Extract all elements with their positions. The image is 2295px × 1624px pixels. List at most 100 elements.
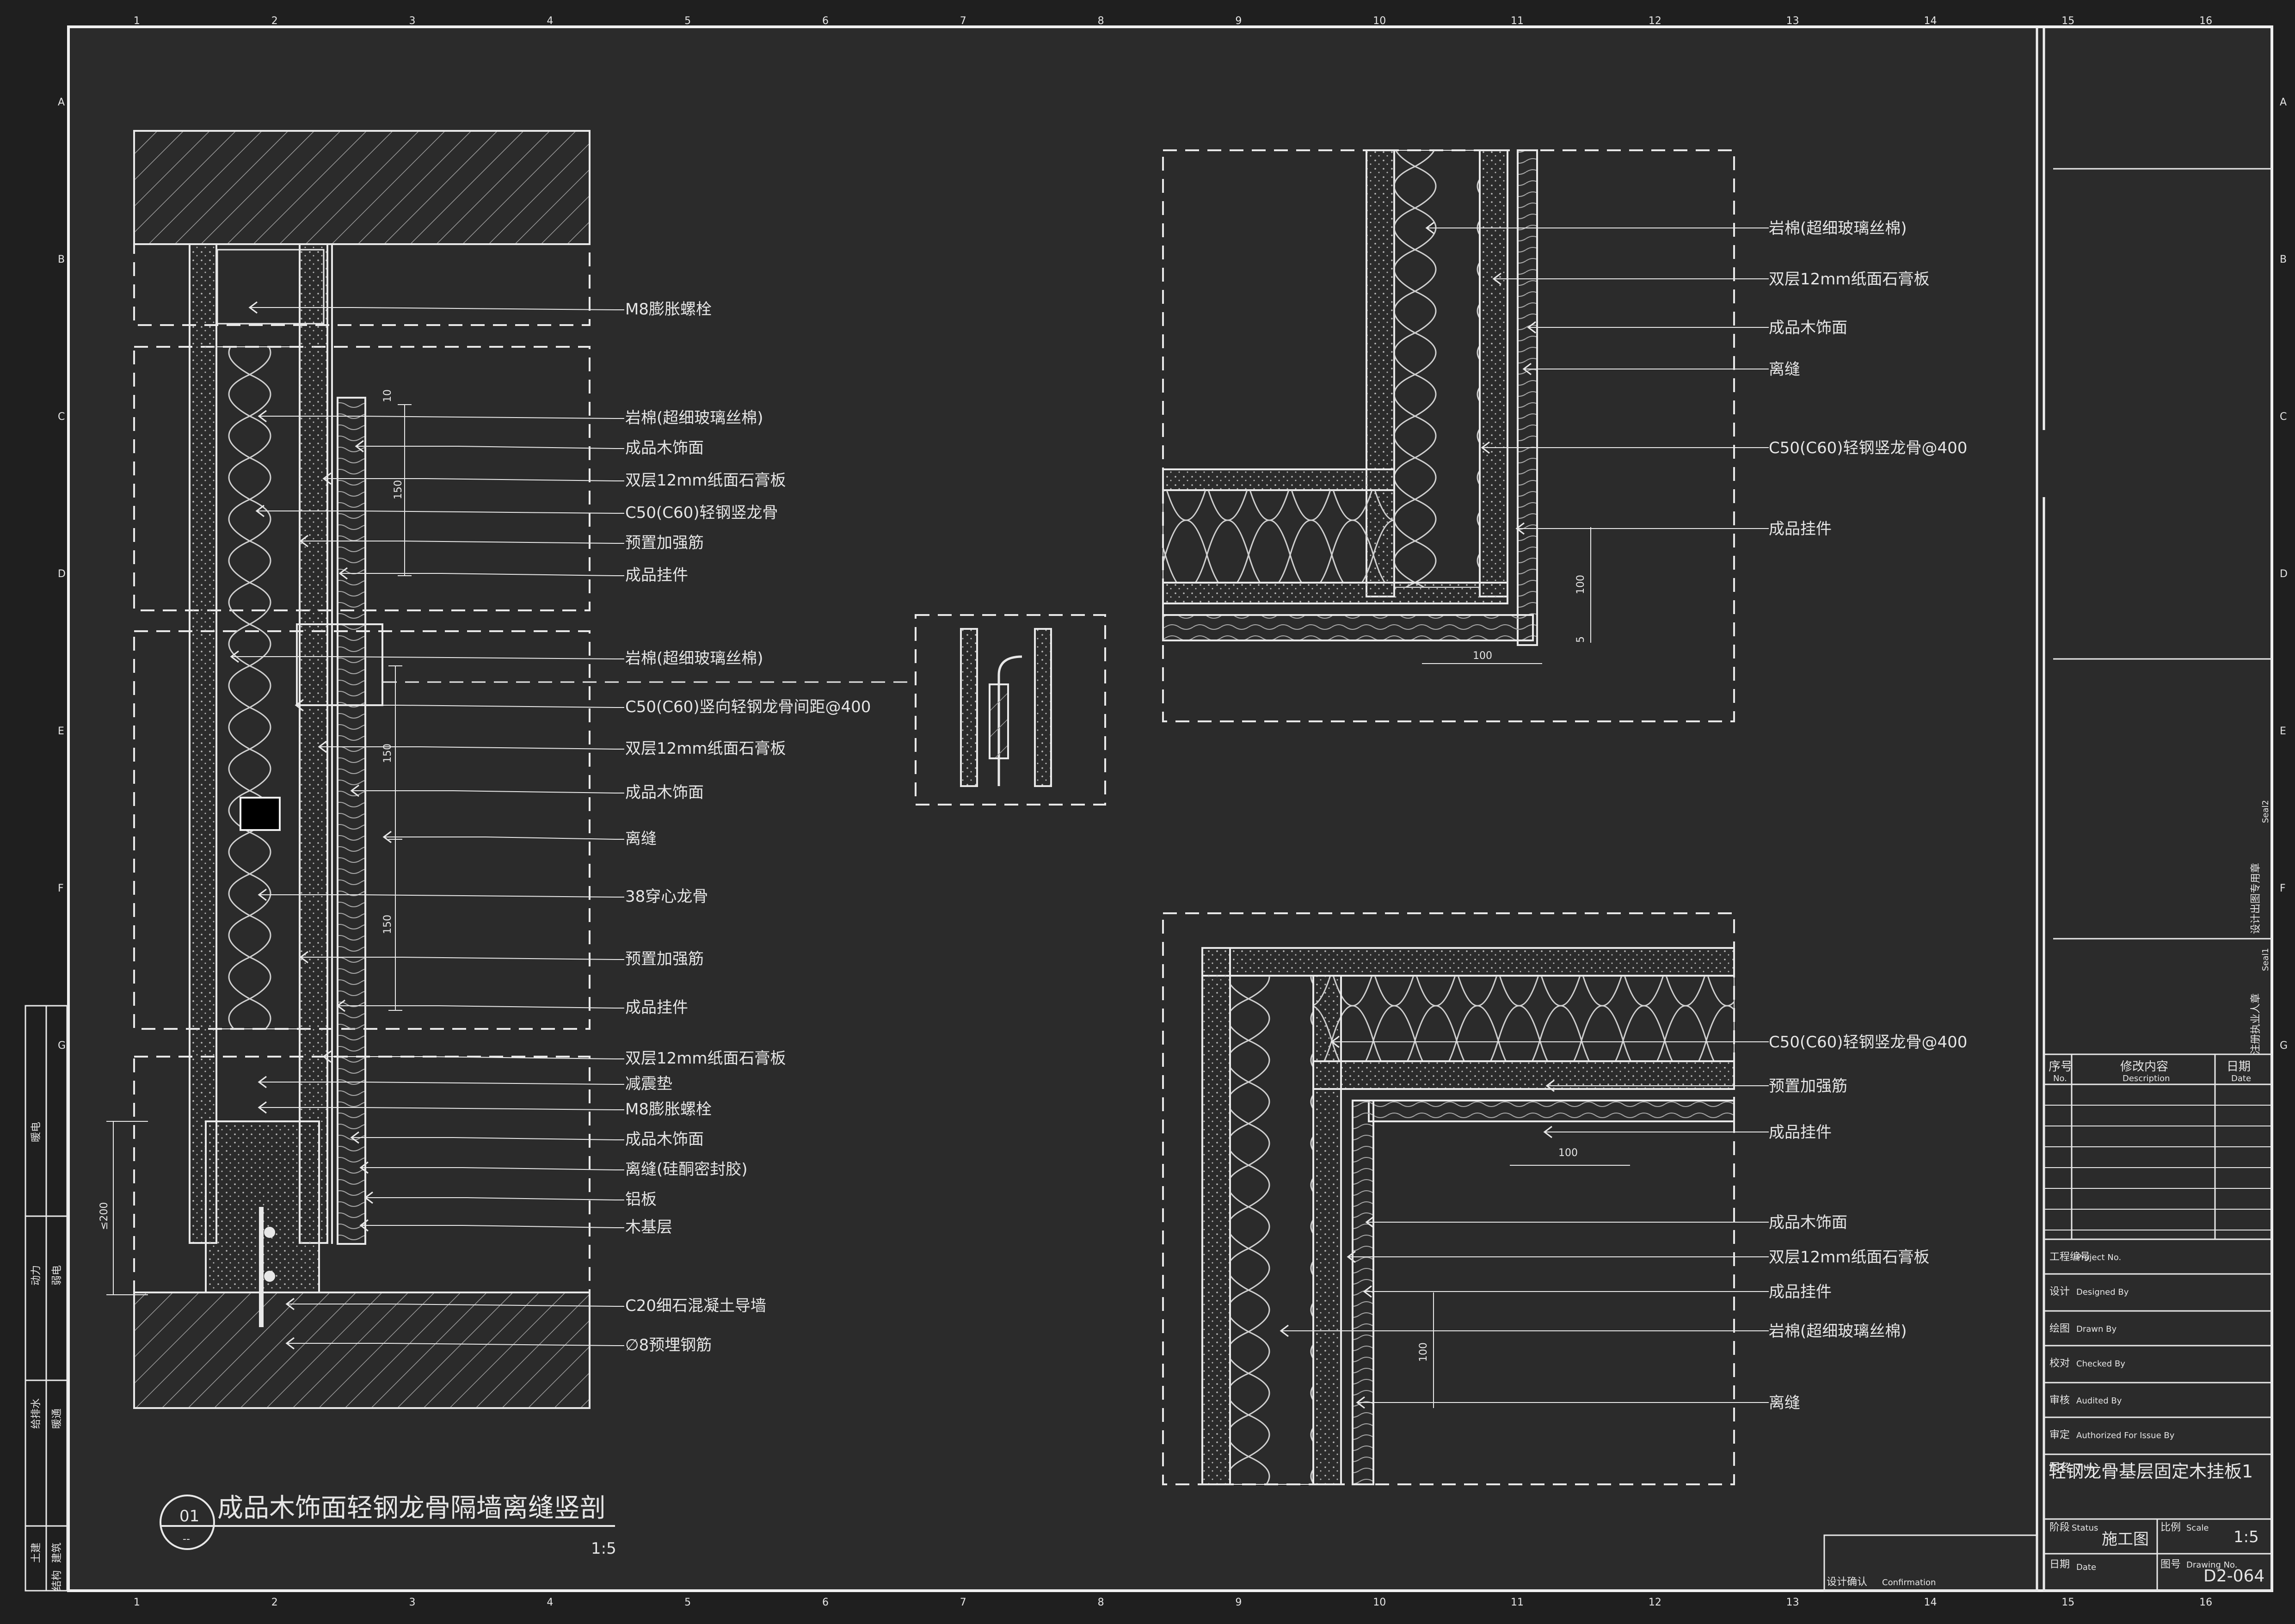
joint-enlarged-detail (915, 614, 1106, 806)
main-label: 成品挂件 (625, 566, 688, 584)
top-right-label: C50(C60)轻钢竖龙骨@400 (1769, 439, 1967, 457)
col-mark: 8 (1098, 15, 1104, 27)
status-cn: 阶段 (2049, 1522, 2070, 1533)
main-label: 岩棉(超细玻璃丝棉) (625, 409, 763, 427)
leader-line (365, 1197, 624, 1200)
bottom-right-label: 双层12mm纸面石膏板 (1769, 1248, 1930, 1267)
col-mark: 15 (2061, 15, 2074, 27)
tb-row-en: Drawn By (2076, 1324, 2117, 1334)
col-mark: 1 (134, 1597, 140, 1608)
main-label: 预置加强筋 (625, 950, 704, 968)
leader-line (361, 1167, 624, 1170)
leader-line (257, 511, 624, 514)
col-mark: 6 (822, 1597, 829, 1608)
leader-arrow (1492, 272, 1501, 285)
leader-arrow (359, 1219, 369, 1232)
col-mark: 3 (409, 15, 416, 27)
leader-arrow (1347, 1250, 1356, 1263)
dim-150-a: 150 (393, 480, 404, 499)
tb-row-cn: 设计 (2049, 1286, 2070, 1298)
leader-arrow (1330, 1035, 1340, 1048)
leader-line (361, 1225, 624, 1228)
col-mark: 11 (1511, 1597, 1524, 1608)
row-mark: E (58, 726, 64, 737)
drawing-title: 轻钢龙骨基层固定木挂板1 (2049, 1461, 2253, 1482)
col-mark: 7 (960, 15, 966, 27)
top-right-detail-drawing (1162, 149, 1735, 722)
section-title: 成品木饰面轻钢龙骨隔墙离缝竖剖 (217, 1493, 606, 1523)
leader-arrow (1363, 1285, 1372, 1298)
col-mark: 4 (547, 15, 553, 27)
bottom-right-label: 成品挂件 (1769, 1283, 1832, 1301)
main-label: 离缝 (625, 830, 657, 848)
main-label: 双层12mm纸面石膏板 (625, 1049, 786, 1068)
col-mark: 3 (409, 1597, 416, 1608)
main-label: 双层12mm纸面石膏板 (625, 471, 786, 490)
strip-label-3: 弱电 (51, 1265, 63, 1286)
drawing-no: D2-064 (2203, 1567, 2264, 1586)
section-number: 01 (179, 1507, 199, 1526)
bottom-right-label: 离缝 (1769, 1394, 1800, 1412)
br-dim-100-h: 100 (1558, 1147, 1578, 1159)
leader-arrow (1527, 321, 1536, 334)
tb-row-cn: 图名 (2049, 1462, 2070, 1473)
confirm-en: Confirmation (1882, 1578, 1936, 1587)
col-mark: 2 (271, 1597, 278, 1608)
leader-arrow (299, 951, 308, 964)
leader-arrow (350, 784, 359, 797)
top-right-dims: 100 100 5 (1473, 575, 1587, 662)
leader-arrow (258, 410, 267, 423)
tb-row-en: Title (2076, 1463, 2094, 1473)
top-right-label: 成品挂件 (1769, 520, 1832, 538)
leader-line (259, 894, 624, 898)
col-mark: 2 (271, 15, 278, 27)
top-right-label: 岩棉(超细玻璃丝棉) (1769, 219, 1907, 238)
row-mark: A (58, 97, 65, 108)
leader-line (384, 837, 624, 840)
main-label: M8膨胀螺栓 (625, 1100, 712, 1119)
leader-line (324, 478, 624, 481)
col-mark: 10 (1373, 1597, 1386, 1608)
confirm-cn: 设计确认 (1827, 1576, 1867, 1588)
col-mark: 13 (1786, 1597, 1799, 1608)
leader-arrow (1280, 1324, 1289, 1337)
leader-arrow (338, 567, 348, 580)
bottom-right-label: 成品挂件 (1769, 1123, 1832, 1142)
leader-line (356, 446, 624, 449)
leader-arrow (350, 1131, 359, 1144)
leader-arrow (1481, 441, 1490, 454)
leader-line (301, 541, 624, 544)
tb-row-cn: 校对 (2049, 1358, 2070, 1369)
leader-arrow (1365, 1216, 1374, 1229)
leader-line (231, 656, 624, 659)
bottom-right-labels: C50(C60)轻钢竖龙骨@400预置加强筋成品挂件成品木饰面双层12mm纸面石… (1769, 1033, 1967, 1412)
strip-label-1: 暖电 (31, 1122, 42, 1142)
row-mark: F (2280, 883, 2286, 894)
title-block-text: 设计出图专用章 Seal2 注册执业人章 Seal1 序号 No. 修改内容 D… (1827, 800, 2270, 1588)
main-label: 成品木饰面 (625, 783, 704, 802)
row-mark: E (2280, 726, 2286, 737)
strip-label-5: 暖通 (51, 1409, 63, 1429)
leader-line (340, 573, 624, 576)
grid-column-marks: 1122334455667788991010111112121313141415… (134, 15, 2212, 1608)
bottom-right-label: 成品木饰面 (1769, 1213, 1847, 1232)
col-mark: 5 (684, 15, 691, 27)
leader-arrow (255, 504, 265, 517)
top-right-label: 离缝 (1769, 360, 1800, 379)
leader-arrow (1425, 221, 1434, 234)
col-mark: 15 (2061, 1597, 2074, 1608)
bottom-right-detail-drawing (1162, 912, 1735, 1485)
leader-line (287, 1343, 624, 1346)
col-mark: 9 (1235, 1597, 1242, 1608)
col-mark: 16 (2199, 1597, 2212, 1608)
tb-row-en: Project No. (2076, 1253, 2121, 1262)
leader-arrow (285, 1337, 295, 1350)
leader-arrow (355, 440, 364, 453)
discipline-strip (25, 1005, 68, 1592)
leader-arrow (336, 999, 345, 1012)
tb-row-en: Designed By (2076, 1287, 2129, 1297)
main-label: 38穿心龙骨 (625, 887, 708, 906)
